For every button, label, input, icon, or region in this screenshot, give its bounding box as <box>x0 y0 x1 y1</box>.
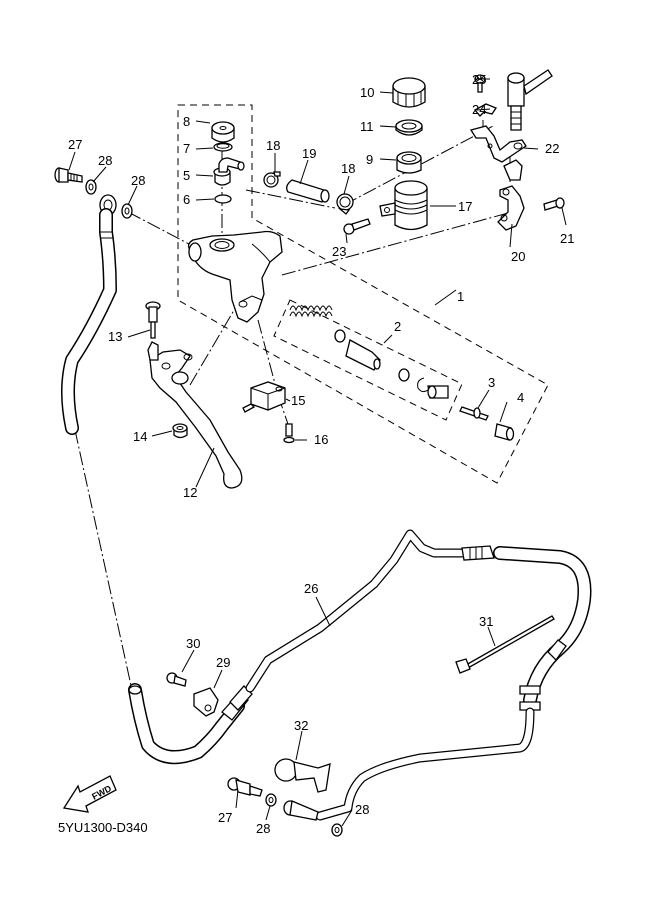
part-29-hose-clamp <box>193 687 219 717</box>
part-28-washer-top-a <box>85 179 97 195</box>
callout-11: 11 <box>360 119 374 134</box>
leader-lines <box>68 78 567 827</box>
callout-26: 26 <box>304 581 318 596</box>
callout-5: 5 <box>183 168 190 183</box>
part-14-nut <box>172 423 188 439</box>
part-30-bolt <box>166 672 187 687</box>
switch-plug <box>507 69 553 131</box>
callout-31: 31 <box>479 614 493 629</box>
callout-28-b: 28 <box>131 173 145 188</box>
part-21-bolt <box>543 197 565 211</box>
part-12-clutch-lever <box>147 341 243 489</box>
assembly-2-boundary <box>273 299 463 421</box>
part-24-clip <box>473 103 497 117</box>
master-cylinder-body <box>187 230 283 323</box>
callout-2: 2 <box>394 319 401 334</box>
part-7-circlip <box>213 142 233 152</box>
callout-16: 16 <box>314 432 328 447</box>
callout-30: 30 <box>186 636 200 651</box>
part-11-diaphragm <box>395 119 423 136</box>
part-3-push-rod <box>459 406 489 421</box>
callout-10: 10 <box>360 85 374 100</box>
part-23-bolt <box>343 218 371 235</box>
callout-25: 25 <box>472 72 486 87</box>
part-2-cylinder-kit <box>289 305 449 399</box>
callout-4: 4 <box>517 390 524 405</box>
part-16-screw <box>283 423 295 444</box>
callout-7: 7 <box>183 141 190 156</box>
callout-28-c: 28 <box>256 821 270 836</box>
part-22-bracket <box>469 125 527 163</box>
assembly-1-boundary <box>177 104 549 484</box>
callout-23: 23 <box>332 244 346 259</box>
diagram-code: 5YU1300-D340 <box>58 820 148 835</box>
part-31-cable-tie <box>455 615 555 674</box>
part-19-reservoir-hose <box>286 179 330 203</box>
callout-15: 15 <box>291 393 305 408</box>
part-5-hose-joint <box>213 157 245 186</box>
part-32-hose-guide <box>274 758 331 793</box>
callout-labels: 8 7 5 6 18 19 18 10 11 9 17 25 24 22 20 … <box>68 72 574 836</box>
callout-27-a: 27 <box>68 137 82 152</box>
callout-18-a: 18 <box>266 138 280 153</box>
fwd-arrow-icon: FWD <box>62 775 117 813</box>
callout-3: 3 <box>488 375 495 390</box>
callout-27-b: 27 <box>218 810 232 825</box>
part-28-washer-bottom-a <box>265 793 277 807</box>
callout-18-b: 18 <box>341 161 355 176</box>
part-18-clamp-b <box>336 193 354 215</box>
callout-28-d: 28 <box>355 802 369 817</box>
callout-20: 20 <box>511 249 525 264</box>
part-10-reservoir-cap <box>392 77 426 108</box>
part-27-union-bolt-bottom <box>227 777 263 797</box>
callout-21: 21 <box>560 231 574 246</box>
callout-17: 17 <box>458 199 472 214</box>
callout-32: 32 <box>294 718 308 733</box>
part-6-o-ring <box>214 194 232 204</box>
callout-22: 22 <box>545 141 559 156</box>
part-9-diaphragm-holder <box>396 151 422 174</box>
callout-24: 24 <box>472 102 486 117</box>
callout-29: 29 <box>216 655 230 670</box>
callout-28-a: 28 <box>98 153 112 168</box>
callout-6: 6 <box>183 192 190 207</box>
part-28-washer-top-b <box>121 203 133 219</box>
part-18-clamp-a <box>263 171 281 188</box>
part-4-boot <box>494 423 515 441</box>
callout-14: 14 <box>133 429 147 444</box>
callout-9: 9 <box>366 152 373 167</box>
part-26-clutch-hose <box>61 194 592 821</box>
callout-13: 13 <box>108 329 122 344</box>
part-27-union-bolt-top <box>54 167 83 183</box>
callout-12: 12 <box>183 485 197 500</box>
part-28-washer-bottom-b <box>331 823 343 837</box>
part-13-pivot-bolt <box>145 301 161 339</box>
part-15-clutch-switch <box>242 381 286 413</box>
part-8-diaphragm-cap <box>211 121 235 143</box>
part-17-reservoir-tank <box>379 180 428 231</box>
callout-1: 1 <box>457 289 464 304</box>
callout-8: 8 <box>183 114 190 129</box>
callout-19: 19 <box>302 146 316 161</box>
part-20-holder <box>497 159 525 231</box>
